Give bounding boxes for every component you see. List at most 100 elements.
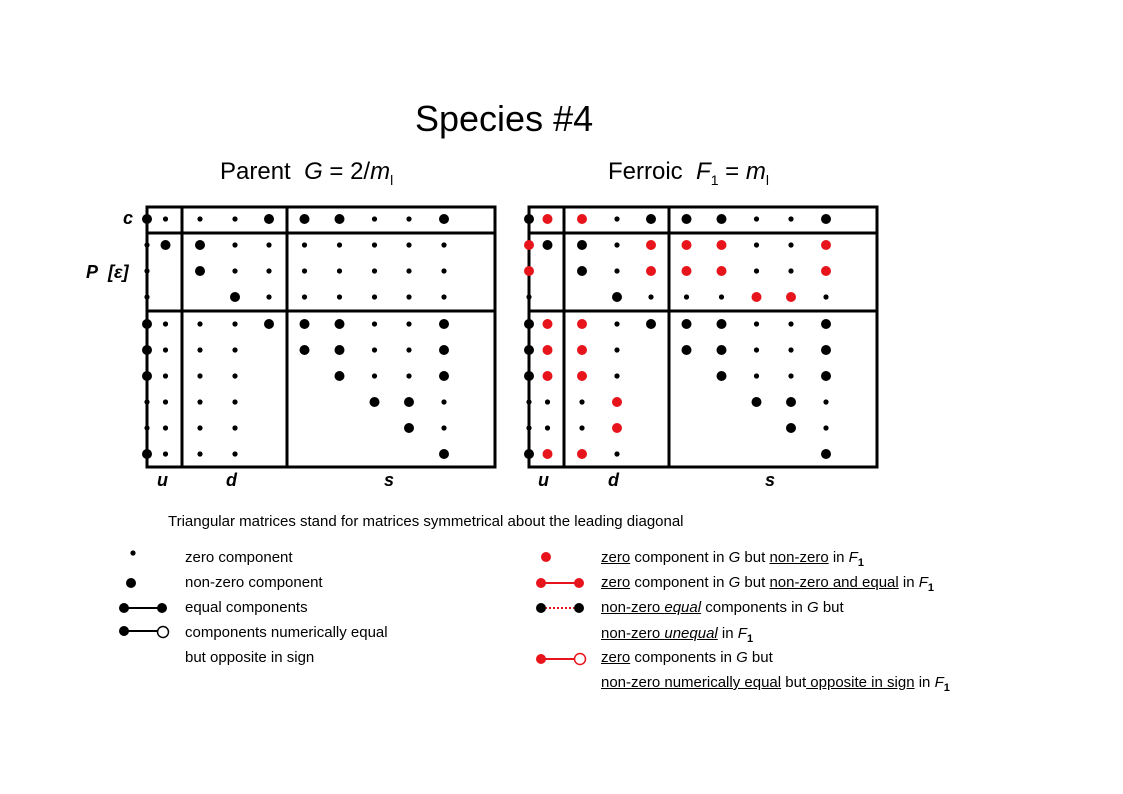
ferroic-dot-nonzero-r4-c4	[646, 319, 656, 329]
r3-nonzero: non-zero	[601, 599, 665, 616]
parent-dot-nonzero-r4-c9	[439, 319, 449, 329]
ferroic-dot-red-r0-c2	[577, 214, 587, 224]
ferroic-dot-nonzero-r0-c6	[716, 214, 727, 224]
ferroic-dot-nonzero-r4-c0	[524, 319, 534, 329]
ferroic-dot-red-r8-c3	[612, 423, 622, 433]
ferroic-dot-nonzero-r6-c0	[524, 371, 534, 381]
ferroic-dot-red-r9-c1	[542, 449, 553, 459]
parent-dot-zero-r3-c4	[266, 294, 272, 300]
parent-dot-nonzero-r2-c2	[195, 266, 205, 276]
ferroic-dot-red-r2-c0	[524, 266, 534, 276]
ferroic-dot-nonzero-r5-c5	[681, 345, 692, 355]
legend-opp2-label: but opposite in sign	[185, 649, 315, 666]
ferroic-dot-red-r4-c1	[542, 319, 553, 329]
ferroic-symsub: 1	[710, 171, 719, 188]
ferroic-dot-nonzero-r1-c1	[542, 240, 553, 250]
ferroic-dot-zero-r1-c7	[753, 242, 760, 248]
parent-dot-nonzero-r1-c2	[195, 240, 205, 250]
r4b-but: but	[781, 674, 807, 691]
r4b-opposite: opposite in sign	[806, 674, 915, 691]
ferroic-dot-zero-r8-c9	[823, 425, 829, 431]
parent-dot-zero-r6-c2	[197, 373, 203, 379]
ferroic-dot-red-r1-c5	[681, 240, 692, 250]
parent-dot-nonzero-r0-c5	[299, 214, 310, 224]
ferroic-dot-zero-r2-c7	[753, 268, 760, 274]
col-label-d-parent: d	[226, 470, 237, 490]
ferroic-dot-nonzero-r8-c8	[786, 423, 796, 433]
ferroic-dot-zero-r3-c0	[526, 294, 532, 300]
parent-dot-nonzero-r6-c6	[334, 371, 345, 381]
parent-dot-zero-r8-c3	[232, 425, 238, 431]
parent-dot-nonzero-r7-c8	[404, 397, 414, 407]
r3-but: but	[818, 599, 844, 616]
ferroic-dot-red-r5-c2	[577, 345, 587, 355]
ferroic-dot-zero-r0-c3	[614, 216, 620, 222]
legend-r3-label: non-zero equal components in G but	[601, 599, 844, 616]
ferroic-dot-zero-r7-c2	[579, 399, 585, 405]
parent-dot-zero-r6-c3	[232, 373, 238, 379]
parent-dot-nonzero-r4-c5	[299, 319, 310, 329]
parent-dot-zero-r2-c7	[371, 268, 378, 274]
ferroic-group-symbol: F	[696, 158, 711, 185]
r3b-sub: 1	[746, 633, 754, 645]
parent-dot-zero-r1-c0	[144, 242, 150, 248]
ferroic-dot-zero-r4-c8	[788, 321, 794, 327]
parent-dot-zero-r8-c1	[162, 425, 169, 431]
parent-dot-nonzero-r4-c0	[142, 319, 152, 329]
r2-in: in	[898, 574, 919, 591]
ferroic-dot-nonzero-r0-c4	[646, 214, 656, 224]
parent-equals: = 2/	[322, 158, 371, 185]
ferroic-dot-nonzero-r0-c9	[821, 214, 831, 224]
parent-dot-nonzero-r5-c5	[299, 345, 310, 355]
ferroic-dot-nonzero-r6-c6	[716, 371, 727, 381]
r1-sub: 1	[857, 557, 864, 569]
ferroic-dot-zero-r6-c3	[614, 373, 620, 379]
parent-dot-zero-r5-c8	[406, 347, 412, 353]
parent-dot-zero-r3-c0	[144, 294, 150, 300]
r3b-unequal: unequal	[664, 625, 718, 642]
row-label-p: P [ε]	[86, 262, 129, 282]
col-label-u-parent: u	[157, 470, 168, 490]
parent-heading: Parent G = 2/ml	[220, 158, 393, 188]
r4-zero: zero	[601, 649, 631, 666]
parent-dot-nonzero-r7-c7	[369, 397, 380, 407]
parent-dot-zero-r9-c1	[162, 451, 169, 457]
parent-dot-zero-r7-c9	[441, 399, 447, 405]
r4b-sub: 1	[943, 682, 950, 694]
ferroic-dot-zero-r7-c9	[823, 399, 829, 405]
ferroic-dot-zero-r3-c5	[683, 294, 690, 300]
parent-dot-nonzero-r5-c9	[439, 345, 449, 355]
ferroic-dot-red-r5-c1	[542, 345, 553, 355]
ferroic-dot-nonzero-r9-c9	[821, 449, 831, 459]
parent-dot-zero-r1-c9	[441, 242, 447, 248]
r3b-nonzero: non-zero	[601, 625, 665, 642]
parent-dot-zero-r6-c1	[162, 373, 169, 379]
parent-dot-zero-r1-c5	[301, 242, 308, 248]
parent-dot-zero-r2-c9	[441, 268, 447, 274]
ferroic-dot-zero-r9-c3	[614, 451, 620, 457]
parent-dot-zero-r0-c7	[371, 216, 378, 222]
ferroic-dot-red-r6-c2	[577, 371, 587, 381]
parent-dot-nonzero-r0-c0	[142, 214, 152, 224]
parent-dot-nonzero-r5-c6	[334, 345, 345, 355]
legend-r3b-label: non-zero unequal in F1	[601, 625, 753, 645]
ferroic-dot-zero-r3-c4	[648, 294, 654, 300]
row-label-c: c	[123, 208, 134, 228]
r2-but: but	[740, 574, 770, 591]
parent-dot-zero-r4-c2	[197, 321, 203, 327]
ferroic-dot-zero-r2-c8	[788, 268, 794, 274]
parent-dot-nonzero-r0-c9	[439, 214, 449, 224]
ferroic-dot-red-r1-c6	[716, 240, 727, 250]
r4-text: components in	[630, 649, 737, 666]
ferroic-dot-red-r2-c6	[716, 266, 727, 276]
ferroic-heading: Ferroic F1 = ml	[608, 158, 769, 188]
r1-but: but	[740, 549, 770, 566]
parent-dot-zero-r0-c2	[197, 216, 203, 222]
col-label-d-ferroic: d	[608, 470, 619, 490]
ferroic-dot-zero-r8-c1	[544, 425, 551, 431]
r2-sub: 1	[927, 582, 935, 594]
r1-zero: zero	[601, 549, 631, 566]
parent-dot-zero-r1-c4	[266, 242, 272, 248]
parent-dot-zero-r8-c0	[144, 425, 150, 431]
